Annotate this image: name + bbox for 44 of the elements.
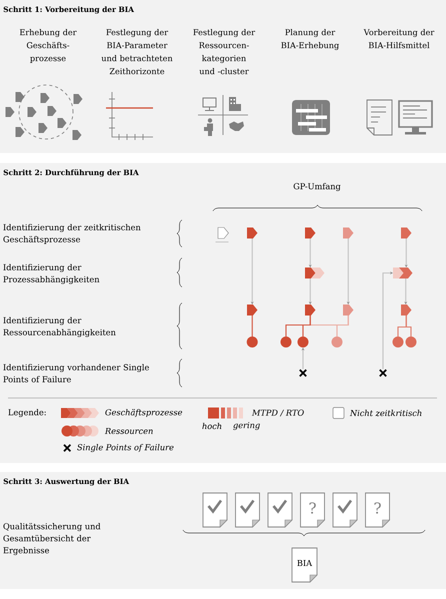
step-label: Vorbereitung der BIA-Hilfsmittel <box>364 29 434 48</box>
scale-label: gering <box>233 422 260 430</box>
process-shape <box>393 268 404 278</box>
legend-label: MTPD / RTO <box>252 410 304 416</box>
process-shape <box>401 228 412 238</box>
step-label: Festlegung der Ressourcen- kategorien und -cluster <box>193 29 256 74</box>
process-shape <box>247 228 258 238</box>
step-label: Planung der BIA-Erhebung <box>281 29 339 50</box>
legend-label: Single Points of Failure <box>77 444 174 452</box>
brace-label: GP-Umfang <box>294 182 341 192</box>
connector-line <box>252 316 253 336</box>
row-label: Identifizierung vorhandener Single Points of Failure <box>3 364 149 382</box>
cross-mark <box>378 368 388 378</box>
row-label: Identifizierung der Prozessabhängigkeiten <box>3 264 100 284</box>
legend-label: Nicht zeitkritisch <box>350 410 422 416</box>
legend-label: Ressourcen <box>104 428 153 434</box>
process-shape <box>305 268 316 278</box>
cross-mark <box>298 368 308 378</box>
process-shape <box>247 304 258 316</box>
resource-circle <box>280 336 292 348</box>
process-shape <box>343 304 354 316</box>
resource-circle <box>332 336 342 348</box>
process-shape <box>399 268 412 278</box>
legend-title: Legende: <box>8 408 46 418</box>
description-text: Qualitätssicherung und Gesamtübersicht der Ergebnisse <box>3 523 100 556</box>
resource-circle <box>406 336 416 348</box>
process-shape <box>215 227 229 242</box>
connector-line <box>406 316 412 336</box>
legend-label: Geschäftsprozesse <box>105 409 182 417</box>
process-shape <box>305 228 316 238</box>
connector-line <box>302 316 311 336</box>
process-shape <box>343 228 354 238</box>
process-shape <box>311 268 324 278</box>
process-shape <box>305 304 316 316</box>
resource-circle <box>246 336 258 348</box>
process-shape <box>401 304 412 316</box>
row-label: Identifizierung der zeitkritischen Geschäftsprozesse <box>3 224 141 244</box>
resource-circle <box>298 336 308 348</box>
resource-circle <box>392 336 404 348</box>
step-label: Erhebung der Geschäfts- prozesse <box>20 29 77 63</box>
scale-label: hoch <box>202 422 222 430</box>
arrow <box>382 271 393 369</box>
row-label: Identifizierung der Ressourcenabhängigkeiten <box>3 317 116 338</box>
step-label: Festlegung der BIA-Parameter und betrachteten Zeithorizonte <box>102 29 172 74</box>
